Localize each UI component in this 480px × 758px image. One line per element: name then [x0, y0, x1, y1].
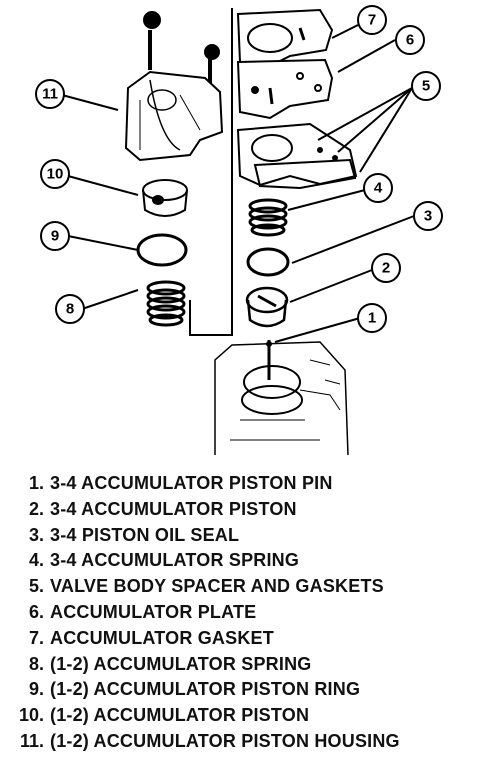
- callout-6: [395, 25, 425, 55]
- valve-body-spacer-drawing: [236, 122, 358, 190]
- callout-7: [357, 5, 387, 35]
- transmission-case-drawing: [214, 341, 349, 456]
- legend-number: 5.: [28, 576, 44, 597]
- legend-item: 2. 3-4 ACCUMULATOR PISTON: [0, 496, 480, 522]
- legend-item: 9. (1-2) ACCUMULATOR PISTON RING: [0, 676, 480, 702]
- callout-label-9: 9: [51, 228, 59, 245]
- callout-4: [363, 173, 393, 203]
- legend-number: 8.: [28, 653, 44, 674]
- callout-label-1: 1: [368, 310, 376, 327]
- piston-ring-drawing: [136, 233, 188, 267]
- callout-label-3: 3: [424, 208, 432, 225]
- piston-housing-drawing: [124, 11, 224, 162]
- legend-item: 5. VALVE BODY SPACER AND GASKETS: [0, 573, 480, 599]
- legend-label: (1-2) ACCUMULATOR PISTON: [50, 705, 310, 726]
- legend-label: 3-4 ACCUMULATOR SPRING: [50, 550, 300, 571]
- callout-label-2: 2: [382, 260, 390, 277]
- lower-spring-drawing: [248, 198, 288, 237]
- upper-piston-drawing: [142, 179, 188, 217]
- legend-label: 3-4 PISTON OIL SEAL: [50, 524, 240, 545]
- legend-label: 3-4 ACCUMULATOR PISTON: [50, 498, 297, 519]
- upper-spring-drawing: [146, 280, 186, 327]
- legend-item: 6. ACCUMULATOR PLATE: [0, 599, 480, 625]
- callout-label-7: 7: [368, 12, 376, 29]
- legend-number: 3.: [28, 524, 44, 545]
- parts-legend: 1. 3-4 ACCUMULATOR PISTON PIN 2. 3-4 ACCUM…: [0, 470, 480, 754]
- legend-item: 10. (1-2) ACCUMULATOR PISTON: [0, 702, 480, 728]
- legend-item: 4. 3-4 ACCUMULATOR SPRING: [0, 547, 480, 573]
- callout-2: [371, 253, 401, 283]
- callout-9: [40, 221, 70, 251]
- legend-label: 3-4 ACCUMULATOR PISTON PIN: [50, 473, 333, 493]
- callout-1: [357, 303, 387, 333]
- assembly-guide-line: [189, 8, 233, 336]
- lower-piston-drawing: [245, 286, 289, 328]
- legend-number: 9.: [28, 679, 44, 700]
- legend-number: 11.: [19, 730, 44, 751]
- legend-number: 4.: [28, 550, 44, 571]
- callout-5: [411, 71, 441, 101]
- legend-item: 3. 3-4 PISTON OIL SEAL: [0, 522, 480, 548]
- legend-label: (1-2) ACCUMULATOR PISTON RING: [50, 679, 361, 700]
- callout-10: [40, 159, 70, 189]
- callout-label-6: 6: [406, 32, 414, 49]
- legend-number: 7.: [28, 627, 44, 648]
- callout-label-10: 10: [47, 166, 64, 183]
- legend-label: (1-2) ACCUMULATOR SPRING: [50, 653, 312, 674]
- callout-label-8: 8: [66, 301, 74, 318]
- legend-item: 11. (1-2) ACCUMULATOR PISTON HOUSING: [0, 728, 480, 754]
- legend-label: (1-2) ACCUMULATOR PISTON HOUSING: [50, 730, 400, 751]
- oil-seal-drawing: [246, 247, 290, 277]
- legend-item: 7. ACCUMULATOR GASKET: [0, 625, 480, 651]
- piston-pin-drawing: [266, 340, 272, 380]
- legend-number: 6.: [28, 601, 44, 622]
- legend-item: 1. 3-4 ACCUMULATOR PISTON PIN: [0, 470, 480, 496]
- legend-label: ACCUMULATOR PLATE: [50, 601, 257, 622]
- legend-number: 1.: [28, 473, 44, 493]
- callout-3: [413, 201, 443, 231]
- callout-label-4: 4: [374, 180, 383, 197]
- legend-label: VALVE BODY SPACER AND GASKETS: [50, 576, 384, 597]
- callout-label-5: 5: [422, 78, 430, 95]
- accumulator-plate-drawing: [236, 8, 334, 120]
- callout-8: [55, 294, 85, 324]
- legend-label: ACCUMULATOR GASKET: [50, 627, 274, 648]
- legend-number: 10.: [18, 705, 44, 726]
- legend-number: 2.: [28, 498, 44, 519]
- legend-item: 8. (1-2) ACCUMULATOR SPRING: [0, 651, 480, 677]
- callout-11: [35, 79, 65, 109]
- callout-label-11: 11: [42, 86, 58, 103]
